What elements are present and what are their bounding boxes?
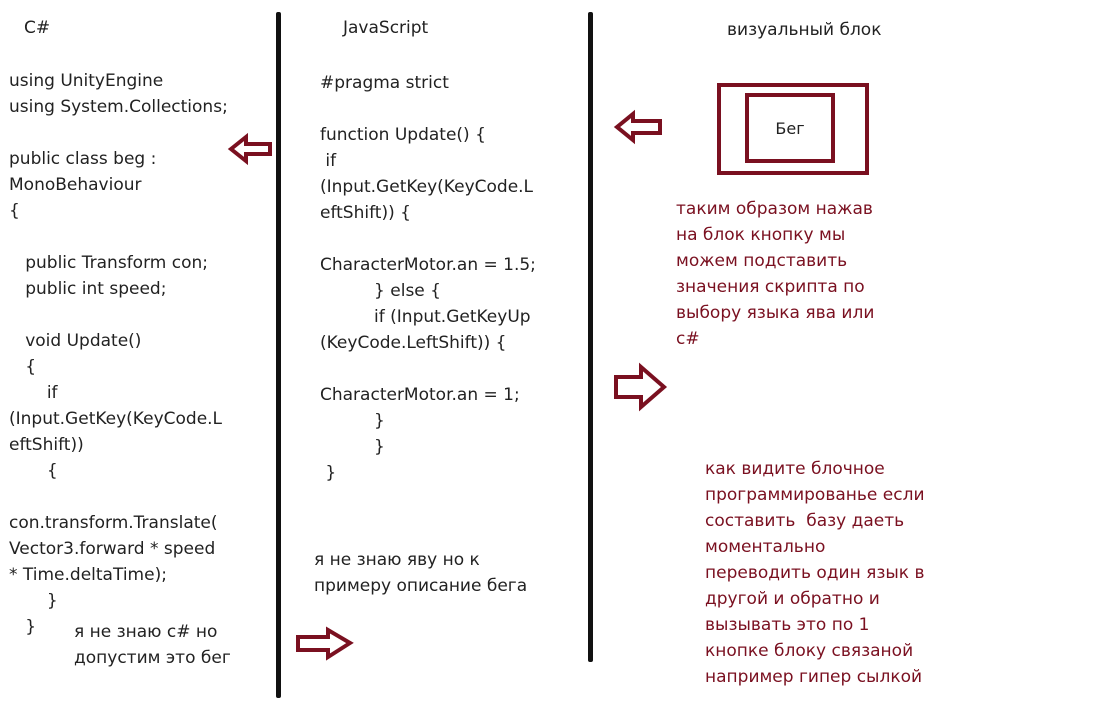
csharp-code-line: {: [9, 461, 58, 481]
visual-note-1: таким образом нажав на блок кнопку мы мо…: [676, 199, 875, 349]
javascript-code-line: CharacterMotor.an = 1.5;: [320, 255, 536, 275]
divider-left: [276, 12, 281, 698]
visual-note-2: как видите блочное программированье если…: [705, 459, 925, 687]
javascript-note: я не знаю яву но к примеру описание бега: [314, 550, 528, 596]
csharp-code-line: con.transform.Translate(: [9, 513, 218, 533]
javascript-code-line: if (Input.GetKeyUp: [320, 307, 531, 327]
csharp-code-line: (Input.GetKey(KeyCode.L: [9, 409, 223, 429]
javascript-code-line: #pragma strict: [320, 73, 449, 93]
visual-run-block-label: Бег: [775, 118, 805, 138]
csharp-code-line: if: [9, 383, 58, 403]
javascript-code-line: (Input.GetKey(KeyCode.L: [320, 177, 534, 197]
javascript-code-line: eftShift)) {: [320, 203, 411, 223]
csharp-code-line: Vector3.forward * speed: [9, 539, 216, 559]
javascript-code-line: } else {: [320, 281, 441, 301]
csharp-code-line: [9, 224, 228, 250]
javascript-code-line: }: [320, 437, 385, 457]
csharp-code-line: MonoBehaviour: [9, 175, 142, 195]
csharp-code-line: [9, 120, 228, 146]
javascript-code-line: (KeyCode.LeftShift)) {: [320, 333, 507, 353]
visual-run-block[interactable]: Бег: [745, 93, 835, 163]
csharp-code-line: public class beg :: [9, 149, 157, 169]
csharp-code-line: eftShift)): [9, 435, 84, 455]
csharp-code-line: [9, 302, 228, 328]
javascript-code-line: [320, 226, 536, 252]
csharp-code-line: * Time.deltaTime);: [9, 565, 167, 585]
csharp-note: я не знаю с# но допустим это бег: [74, 622, 231, 668]
csharp-header: C#: [24, 18, 51, 38]
visual-block-header: визуальный блок: [727, 20, 882, 40]
javascript-code-line: if: [320, 151, 337, 171]
csharp-code-line: [9, 484, 228, 510]
csharp-code-block: using UnityEngine using System.Collection…: [9, 68, 228, 640]
csharp-code-line: }: [9, 617, 37, 637]
javascript-code-line: CharacterMotor.an = 1;: [320, 385, 520, 405]
javascript-code-line: [320, 356, 536, 382]
csharp-code-line: using UnityEngine: [9, 71, 164, 91]
javascript-code-line: }: [320, 411, 385, 431]
csharp-code-line: public int speed;: [9, 279, 167, 299]
arrow-right-icon: [296, 626, 354, 661]
javascript-code-line: }: [320, 463, 337, 483]
divider-right: [588, 12, 593, 662]
javascript-code-block: #pragma strict function Update() { if (In…: [320, 70, 536, 486]
javascript-code-line: function Update() {: [320, 125, 486, 145]
arrow-right-icon: [614, 362, 668, 412]
visual-block-frame[interactable]: [717, 83, 869, 175]
csharp-code-line: using System.Collections;: [9, 97, 228, 117]
csharp-code-line: public Transform con;: [9, 253, 208, 273]
arrow-left-icon: [613, 109, 662, 145]
arrow-left-icon: [227, 132, 272, 166]
csharp-code-line: }: [9, 591, 58, 611]
javascript-header: JavaScript: [343, 18, 429, 38]
csharp-code-line: {: [9, 357, 37, 377]
javascript-code-line: [320, 96, 536, 122]
csharp-code-line: {: [9, 201, 20, 221]
csharp-code-line: void Update(): [9, 331, 142, 351]
